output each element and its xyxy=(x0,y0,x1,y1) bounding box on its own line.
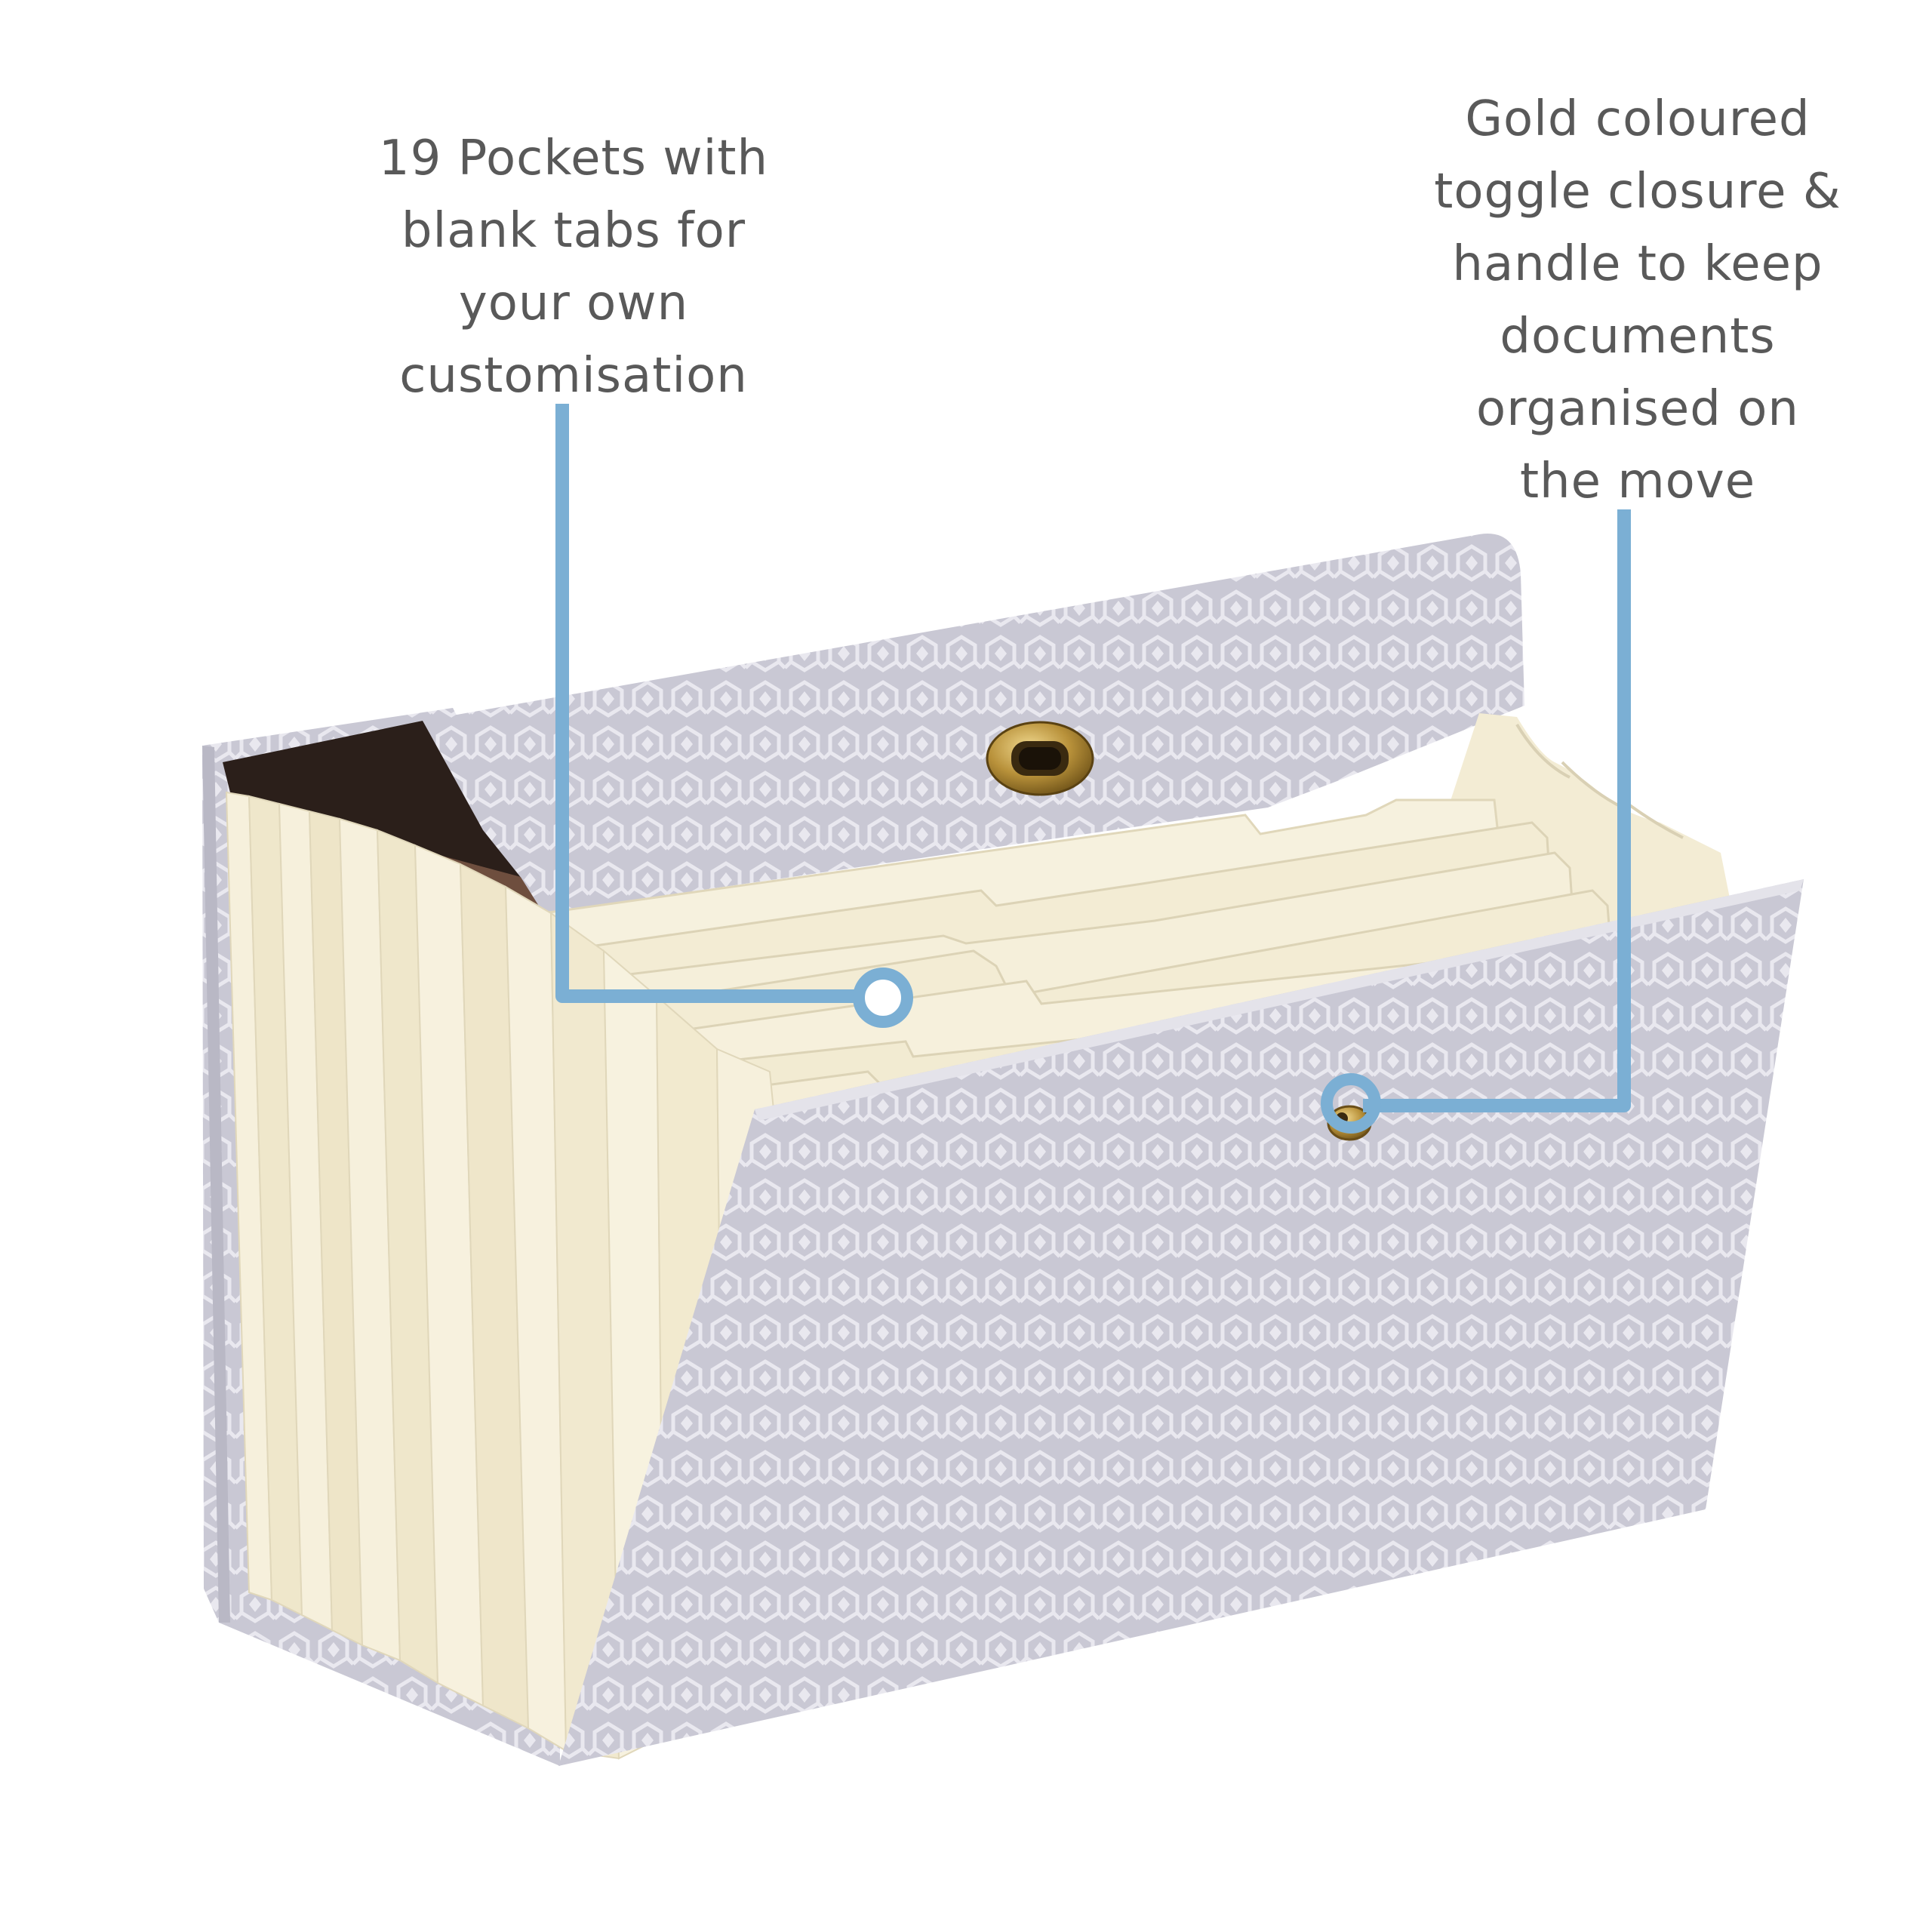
callout-line-closure xyxy=(1321,509,1631,1134)
callout-line-text: documents xyxy=(1500,309,1776,365)
callout-line-text: toggle closure & xyxy=(1434,164,1841,220)
callout-closure-text: Gold coloured toggle closure & handle to… xyxy=(1381,83,1894,518)
callout-line-text: 19 Pockets with xyxy=(378,131,769,186)
file-lid-flap xyxy=(423,534,1524,913)
callout-line-text: organised on xyxy=(1476,381,1799,437)
callout-line-text: Gold coloured xyxy=(1465,91,1810,147)
callout-line-text: the move xyxy=(1519,454,1756,509)
callout-line-text: blank tabs for xyxy=(401,203,746,259)
callout-line-text: handle to keep xyxy=(1452,236,1823,292)
callout-line-text: customisation xyxy=(399,348,748,404)
callout-line-text: your own xyxy=(458,275,689,331)
callout-line-pockets xyxy=(555,404,913,1028)
gold-clasp-icon[interactable] xyxy=(986,721,1094,796)
callout-pockets-text: 19 Pockets with blank tabs for your own … xyxy=(317,122,830,412)
callout-marker-icon xyxy=(1321,1073,1381,1134)
callout-marker-icon xyxy=(853,968,913,1028)
